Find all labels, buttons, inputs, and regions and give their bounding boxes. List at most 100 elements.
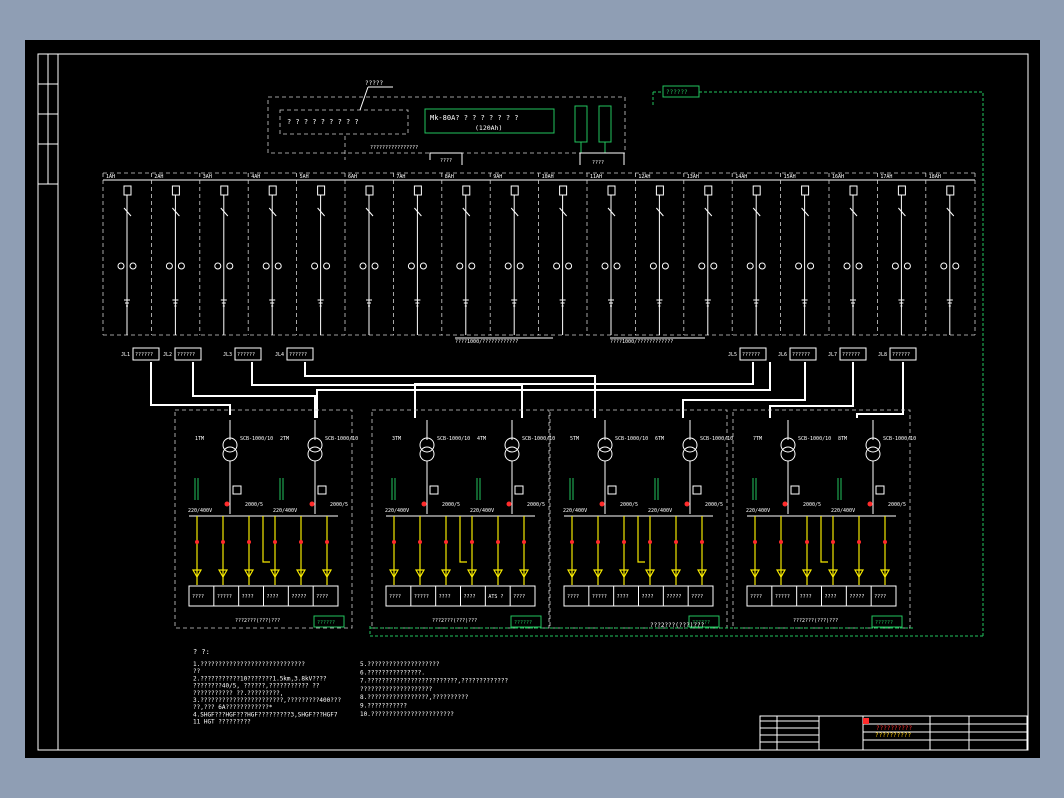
ht-panel: 15AH <box>780 173 815 335</box>
ht-panel: 17AH <box>877 173 911 335</box>
earth-symbol <box>366 299 372 307</box>
branch-load-symbol <box>243 569 255 579</box>
feeder-tag: JL3 <box>223 352 232 358</box>
control-wiring <box>194 478 199 500</box>
ct-coil-left <box>456 262 464 270</box>
branch-load-symbol <box>644 569 656 579</box>
breaker-symbol <box>946 207 955 217</box>
ct-coil-left <box>553 262 561 270</box>
branch-load-symbol <box>670 569 682 579</box>
branch-breaker <box>195 540 199 544</box>
ht-panel: 4AH <box>247 173 282 335</box>
acb-indicator <box>684 501 690 507</box>
substation-tag: ?????? <box>692 620 710 626</box>
ct-ratio: 2000/5 <box>620 502 638 508</box>
branch-breaker <box>674 540 678 544</box>
control-wiring <box>752 478 757 500</box>
feeder-cell: ????? <box>414 594 429 600</box>
ct-coil-right <box>903 262 911 270</box>
ht-panel-tag: 16AH <box>832 174 844 180</box>
ht-panel-tag: 10AH <box>542 174 554 180</box>
acb-indicator <box>224 501 230 507</box>
ct-coil-left <box>359 262 367 270</box>
ct-ratio: 2000/5 <box>705 502 723 508</box>
battery-title: Mk-80A? ? ? ? ? ? ? ? <box>430 114 519 122</box>
transformer-winding-hv <box>222 437 238 453</box>
feeder-cell: ????? <box>849 594 864 600</box>
acb-indicator <box>309 501 315 507</box>
feeder-cable: JL2?????? <box>163 347 202 361</box>
relay-module-2 <box>598 105 612 143</box>
feeder-cable: JL5?????? <box>728 347 767 361</box>
ht-panel-tag: 8AH <box>445 174 454 180</box>
control-wiring <box>279 478 284 500</box>
panel-number-box <box>317 185 326 196</box>
branch-breaker <box>522 540 526 544</box>
branch-load-symbol <box>853 569 865 579</box>
ct-coil-right <box>274 262 282 270</box>
note-line-right: 7.?????????????????????????,????????????… <box>360 678 508 685</box>
breaker-symbol <box>607 207 616 217</box>
control-wiring <box>569 478 574 500</box>
outer-frame <box>37 53 1029 751</box>
ht-panel-tag: 6AH <box>348 174 357 180</box>
acb-indicator <box>867 501 873 507</box>
note-line-left: 11 HGT ????????? <box>193 719 251 726</box>
ct-coil-right <box>468 262 476 270</box>
breaker-symbol <box>365 207 374 217</box>
meter-box <box>514 485 524 495</box>
breaker-symbol <box>849 207 858 217</box>
feeder-label: ?????? <box>177 352 195 358</box>
earth-symbol <box>269 299 276 307</box>
note-line-left: 3.???????????????????????,?????????400??… <box>193 697 341 704</box>
note-line-right: 6.???????????????. <box>360 669 425 676</box>
relay-module-1 <box>574 105 588 143</box>
feeder-cell: ???? <box>642 594 654 600</box>
note-line-left: 4.SHGF???HGF???HGF?????????3,SHGF???HGF7 <box>193 711 338 718</box>
acb-indicator <box>782 501 788 507</box>
cable-routes <box>150 362 904 418</box>
panel-number-box <box>946 185 955 196</box>
ht-panel: 18AH <box>925 173 960 335</box>
branch-breaker <box>325 540 329 544</box>
bus-coupler <box>820 516 828 563</box>
breaker-symbol <box>414 207 422 217</box>
branch-breaker <box>779 540 783 544</box>
feeder-cell: ????? <box>217 594 232 600</box>
feeder-cell: ????? <box>775 594 790 600</box>
ct-coil-left <box>795 262 803 270</box>
ht-panel: 1AH <box>102 173 137 335</box>
ct-coil-right <box>516 262 524 270</box>
feeder-cell: ???? <box>267 594 279 600</box>
branch-load-symbol <box>295 569 307 579</box>
branch-load-symbol <box>191 569 203 579</box>
control-wiring <box>391 478 396 500</box>
acb-indicator <box>506 501 512 507</box>
branch-breaker <box>392 540 396 544</box>
substation-frame <box>174 409 353 629</box>
battery-capacity: (120Ah) <box>475 124 502 132</box>
bus-marker-2: ???? <box>592 160 604 166</box>
feeder-cell: ???? <box>825 594 837 600</box>
ct-ratio: 2000/5 <box>888 502 906 508</box>
ht-panel-tag: 14AH <box>735 174 747 180</box>
feeder-cell: ATS ? <box>488 594 503 600</box>
branch-breaker <box>470 540 474 544</box>
meter-box <box>317 485 327 495</box>
branch-breaker <box>273 540 277 544</box>
lv-bus-tag: 220/400V <box>470 508 494 514</box>
substation-tag-box <box>871 615 903 628</box>
branch-breaker <box>444 540 448 544</box>
branch-breaker <box>805 540 809 544</box>
bus-coupler <box>637 516 645 563</box>
branch-load-symbol <box>518 569 530 579</box>
substation-tag: ?????? <box>875 620 893 626</box>
branch-load-symbol <box>775 569 787 579</box>
branch-load-symbol <box>749 569 761 579</box>
feeder-box <box>739 347 767 361</box>
transformer-tag: 4TM <box>477 436 486 442</box>
branch-load-symbol <box>592 569 604 579</box>
pt-caption-2: ????1000/???????????? <box>610 339 673 345</box>
